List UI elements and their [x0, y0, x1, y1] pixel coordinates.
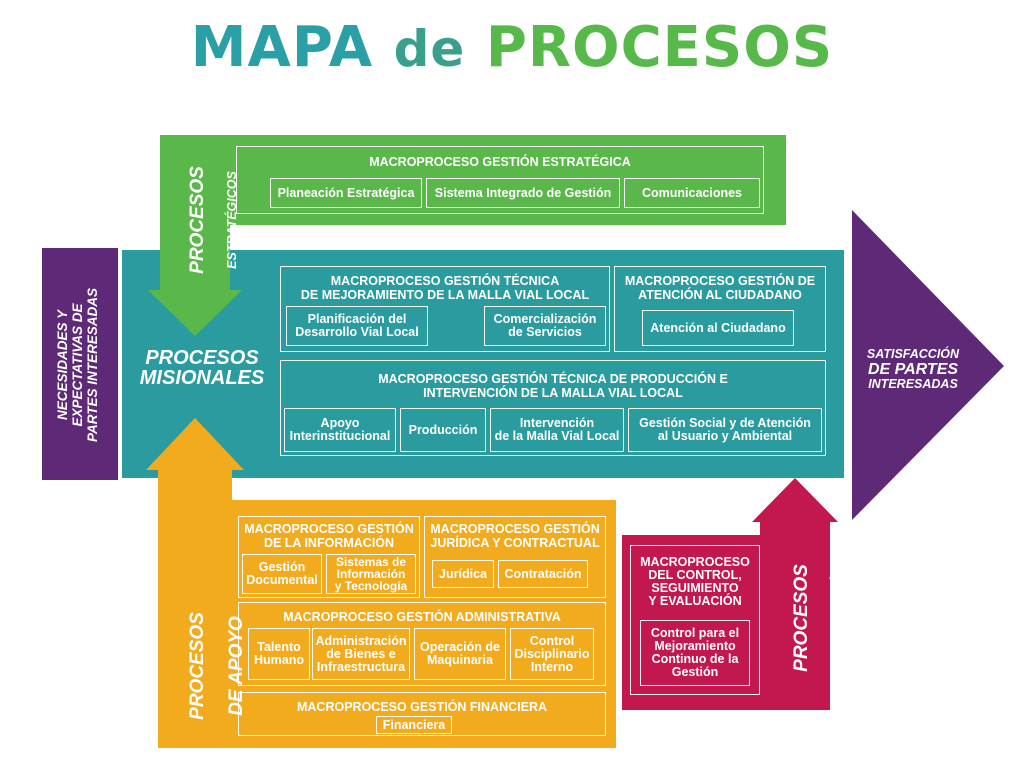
macro-juridica-title: MACROPROCESO GESTIÓN JURÍDICA Y CONTRACT…	[430, 522, 600, 550]
apoyo-label: PROCESOS DE APOYO	[169, 601, 247, 731]
macro-mejoramiento-title: MACROPROCESO GESTIÓN TÉCNICA DE MEJORAMI…	[300, 274, 590, 302]
macro-atencion-title: MACROPROCESO GESTIÓN DE ATENCIÓN AL CIUD…	[624, 274, 816, 302]
macro-control-title: MACROPROCESO DEL CONTROL, SEGUIMIENTO Y …	[640, 555, 750, 608]
item-planeacion-estrategica: Planeación Estratégica	[270, 178, 422, 208]
satisfaction-label: SATISFACCIÓN DE PARTES INTERESADAS	[858, 348, 968, 391]
estrategicos-arrowhead	[148, 290, 242, 336]
macro-produccion-title: MACROPROCESO GESTIÓN TÉCNICA DE PRODUCCI…	[378, 372, 728, 400]
evaluacion-label-2: DE EVALUACIÓN	[830, 566, 844, 670]
macro-gestion-administrativa	[238, 602, 606, 686]
page-title: MAPA de PROCESOS	[0, 12, 1024, 85]
macro-control-seguimiento	[630, 545, 760, 695]
satisfaction-line-1: SATISFACCIÓN	[866, 347, 960, 361]
item-control-disciplinario: Control Disciplinario Interno	[510, 628, 594, 680]
macro-produccion-intervencion	[280, 360, 826, 456]
satisfaction-line-3: INTERESADAS	[868, 377, 958, 391]
item-sistemas-informacion: Sistemas de Información y Tecnología	[326, 554, 416, 594]
item-financiera: Financiera	[376, 716, 452, 734]
macro-gestion-estrategica	[236, 146, 764, 214]
satisfaction-arrow	[852, 210, 1004, 520]
item-contratacion: Contratación	[498, 560, 588, 588]
title-part-3: PROCESOS	[485, 15, 834, 80]
item-apoyo-interinstitucional: Apoyo Interinstitucional	[284, 408, 396, 452]
misionales-label: PROCESOS MISIONALES	[139, 347, 265, 389]
item-administracion-bienes: Administración de Bienes e Infraestructu…	[312, 628, 410, 680]
item-comercializacion: Comercialización de Servicios	[484, 306, 606, 346]
misionales-band	[122, 250, 844, 478]
apoyo-arrowhead	[146, 418, 244, 470]
satisfaction-line-2: DE PARTES	[867, 361, 959, 378]
evaluacion-stem	[760, 520, 830, 710]
needs-label: NECESIDADES Y EXPECTATIVAS DE PARTES INT…	[55, 287, 100, 443]
title-part-1: MAPA	[190, 15, 374, 80]
item-operacion-maquinaria: Operación de Maquinaria	[414, 628, 506, 680]
item-control-mejoramiento: Control para el Mejoramiento Continuo de…	[640, 620, 750, 686]
estrategicos-stem	[160, 135, 230, 295]
item-sistema-integrado: Sistema Integrado de Gestión	[426, 178, 620, 208]
macro-mejoramiento-malla-vial	[280, 266, 610, 352]
item-intervencion-malla: Intervención de la Malla Vial Local	[490, 408, 624, 452]
macro-informacion-title: MACROPROCESO GESTIÓN DE LA INFORMACIÓN	[244, 522, 414, 550]
item-atencion-ciudadano: Atención al Ciudadano	[642, 310, 794, 346]
macro-atencion-ciudadano	[614, 266, 826, 352]
item-gestion-documental: Gestión Documental	[242, 554, 322, 594]
item-talento-humano: Talento Humano	[248, 628, 310, 680]
macro-gestion-estrategica-title: MACROPROCESO GESTIÓN ESTRATÉGICA	[369, 155, 631, 169]
macro-administrativa-title: MACROPROCESO GESTIÓN ADMINISTRATIVA	[283, 610, 561, 624]
macro-juridica-contractual	[424, 516, 606, 598]
evaluacion-label-1: PROCESOS	[791, 564, 812, 672]
evaluacion-label: PROCESOS DE EVALUACIÓN	[773, 563, 844, 673]
item-gestion-social: Gestión Social y de Atención al Usuario …	[628, 408, 822, 452]
item-produccion: Producción	[400, 408, 486, 452]
title-part-2: de	[393, 20, 466, 78]
apoyo-block	[158, 500, 616, 748]
apoyo-label-1: PROCESOS	[187, 612, 208, 720]
estrategicos-label-1: PROCESOS	[187, 166, 208, 274]
evaluacion-arrowhead	[752, 478, 838, 522]
estrategicos-block	[160, 135, 786, 225]
estrategicos-label: PROCESOS ESTRATÉGICOS	[170, 160, 239, 280]
item-comunicaciones: Comunicaciones	[624, 178, 760, 208]
macro-gestion-financiera	[238, 692, 606, 736]
item-planificacion-desarrollo: Planificación del Desarrollo Vial Local	[286, 306, 428, 346]
macro-gestion-informacion	[238, 516, 420, 598]
macro-financiera-title: MACROPROCESO GESTIÓN FINANCIERA	[296, 700, 547, 714]
needs-block	[42, 248, 118, 480]
item-juridica: Jurídica	[432, 560, 494, 588]
